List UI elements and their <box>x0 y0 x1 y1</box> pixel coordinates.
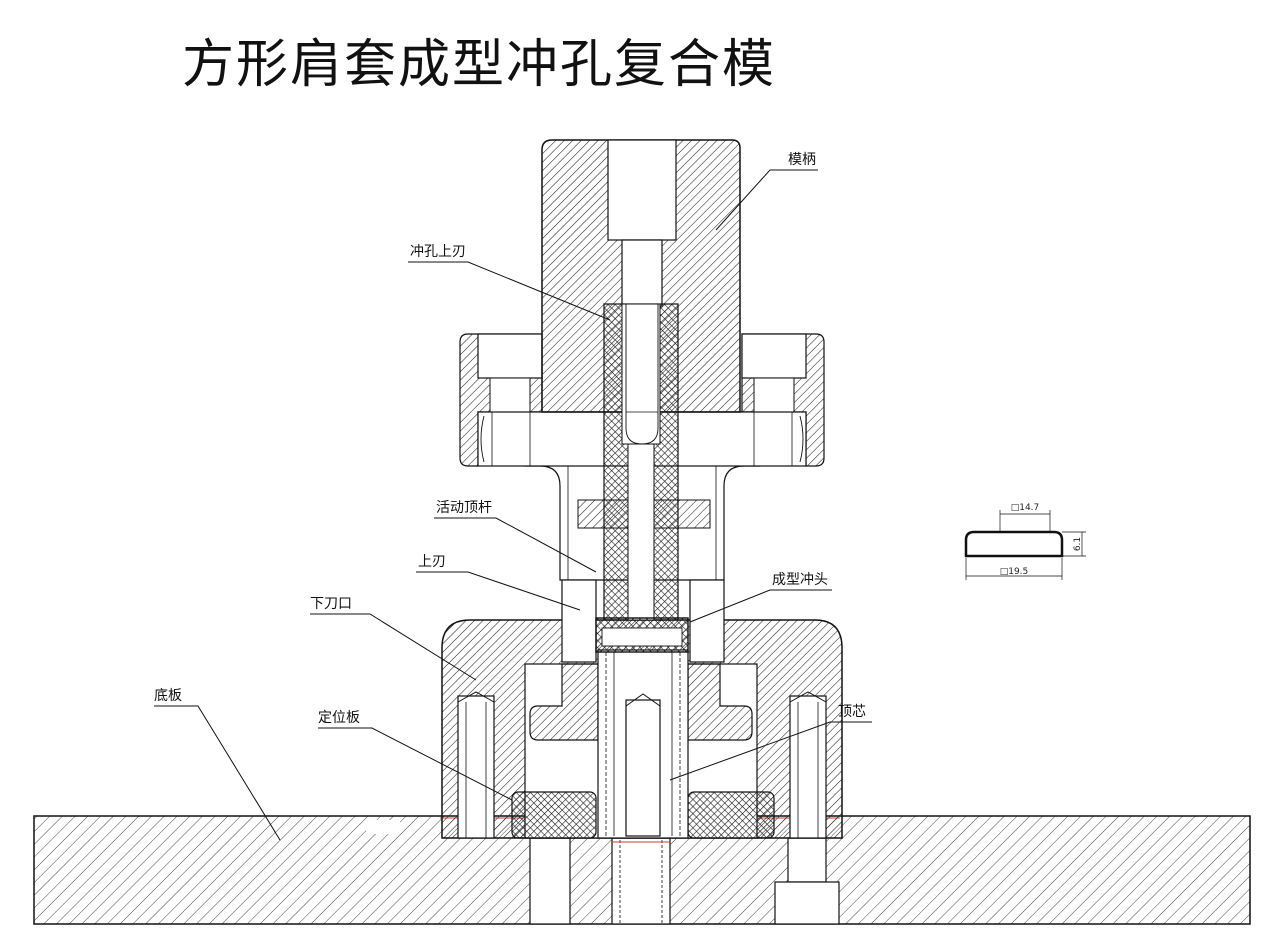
label-ejector-rod: 活动顶杆 <box>436 500 492 516</box>
label-locator-plate: 定位板 <box>318 710 360 726</box>
part-labels: 模柄 冲孔上刃 活动顶杆 上刃 成型冲头 下刀口 底板 定位板 顶芯 <box>154 152 866 726</box>
forming-punch <box>595 617 689 653</box>
dim-height: 6.1 <box>1073 537 1083 551</box>
label-handle: 模柄 <box>788 152 816 168</box>
label-top-core: 顶芯 <box>838 704 866 720</box>
label-lower-die: 下刀口 <box>310 596 352 612</box>
top-core <box>597 649 689 839</box>
locator-plate <box>511 791 775 839</box>
dim-bottom-width: □19.5 <box>1000 567 1029 577</box>
label-upper-blade: 上刃 <box>418 554 446 570</box>
leader-lines <box>154 169 872 841</box>
label-base-plate: 底板 <box>154 688 182 704</box>
die-handle <box>541 139 741 413</box>
page-title: 方形肩套成型冲孔复合模 <box>182 35 777 95</box>
label-pierce-upper: 冲孔上刃 <box>410 244 466 260</box>
pierce-punch <box>603 303 679 621</box>
dim-top-width: □14.7 <box>1011 503 1040 513</box>
part-sketch: □14.7 □19.5 6.1 <box>964 503 1086 580</box>
label-form-punch: 成型冲头 <box>772 572 828 588</box>
